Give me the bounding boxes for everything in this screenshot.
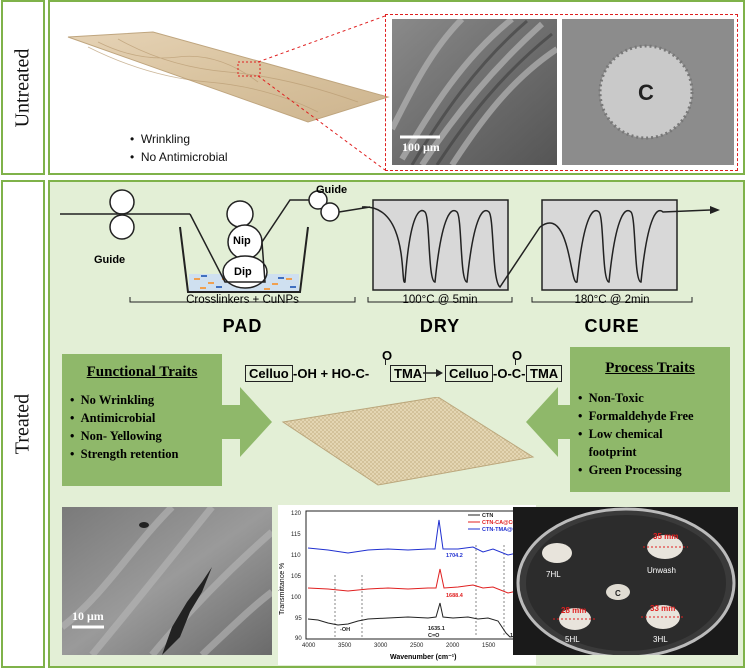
functional-traits-box: Functional Traits • No Wrinkling • Antim…: [62, 354, 222, 486]
reaction-ester: -O-C-: [493, 366, 526, 381]
guide-left-label: Guide: [94, 254, 126, 266]
process-trait-item: • Low chemical footprint: [578, 427, 663, 459]
xtick-label: 2000: [446, 643, 460, 649]
tma-box-1: TMA: [390, 365, 427, 382]
cellulose-box-2: Celluo: [445, 365, 493, 382]
bullet-item: • No Antimicrobial: [130, 150, 228, 164]
functional-traits-title: Functional Traits: [86, 364, 198, 380]
zone-label: C: [615, 589, 621, 598]
process-diagram: [60, 189, 720, 303]
legend-item: CTN-TMA@Cu: [482, 527, 520, 533]
ftir-plot: 120 115 110 105 100 95 90 4000 3500 3000…: [279, 510, 529, 661]
dip-label: Dip: [234, 266, 252, 278]
guide-top-label: Guide: [316, 184, 348, 196]
zoom-lines: [257, 15, 386, 171]
reaction-arrow: [423, 369, 443, 377]
ftir-annotation: C=O: [428, 633, 440, 639]
zone-label: 5HL: [565, 635, 580, 644]
process-traits-box: Process Traits • Non-Toxic • Formaldehyd…: [570, 347, 730, 492]
carbonyl-o-2: O: [512, 348, 523, 363]
functional-trait-item: • Non- Yellowing: [70, 429, 162, 443]
reaction-hydroxyl: -OH + HO-C-: [293, 366, 370, 381]
untreated-scale-label: 100 μm: [402, 140, 440, 154]
ytick-label: 115: [291, 532, 301, 538]
treated-scale-label: 10 μm: [72, 609, 104, 623]
functional-trait-item: • Antimicrobial: [70, 411, 156, 425]
ytick-label: 95: [295, 616, 302, 622]
bullet-item: • Wrinkling: [130, 132, 190, 146]
ftir-annotation: 1704.2: [446, 553, 463, 559]
untreated-bullets: • Wrinkling • No Antimicrobial: [130, 130, 228, 166]
process-arrow: [526, 387, 576, 457]
ftir-xlabel: Wavenumber (cm⁻¹): [390, 654, 456, 661]
control-c-mark: C: [638, 80, 654, 105]
nip-label: Nip: [233, 235, 251, 247]
double-bond-2: [515, 359, 517, 365]
untreated-label-box: Untreated: [1, 0, 45, 175]
process-trait-item: • Green Processing: [578, 463, 682, 477]
xtick-label: 3000: [374, 643, 388, 649]
ftir-annotation: -OH: [340, 627, 350, 633]
pad-condition: Crosslinkers + CuNPs: [186, 294, 299, 306]
reaction-equation: Celluo -OH + HO-C- O TMA Celluo -O-C- O …: [245, 343, 565, 393]
treated-label: Treated: [11, 393, 34, 455]
treated-fabric: [281, 397, 535, 486]
ytick-label: 105: [291, 574, 302, 580]
untreated-fabric: [67, 31, 390, 123]
ytick-label: 120: [291, 511, 302, 517]
ftir-ylabel: Transmittance %: [279, 563, 286, 615]
ftir-chart: 120 115 110 105 100 95 90 4000 3500 3000…: [278, 505, 536, 665]
zone-label: 7HL: [546, 570, 561, 579]
untreated-panel: • Wrinkling • No Antimicrobial 100 μm C: [48, 0, 745, 175]
functional-arrow: [222, 387, 272, 457]
treated-panel: Guide Guide Nip Dip Crosslinkers + CuNPs…: [48, 180, 745, 668]
ftir-annotation: 1688.4: [446, 593, 464, 599]
zone-label: 3HL: [653, 635, 668, 644]
cure-stage-label: CURE: [584, 316, 640, 336]
xtick-label: 3500: [338, 643, 352, 649]
untreated-label: Untreated: [11, 48, 34, 127]
functional-trait-item: • Strength retention: [70, 447, 179, 461]
xtick-label: 2500: [410, 643, 424, 649]
zone-measurement: 35 mm: [653, 532, 678, 541]
petri-dish-image: 7HL Unwash C 5HL 3HL 35 mm 28 mm 33 mm: [513, 507, 738, 655]
double-bond-1: [385, 359, 387, 365]
cure-condition: 180°C @ 2min: [574, 294, 650, 306]
xtick-label: 1500: [482, 643, 496, 649]
legend-item: CTN: [482, 513, 493, 519]
ytick-label: 100: [291, 595, 302, 601]
carbonyl-o-1: O: [382, 348, 393, 363]
zone-measurement: 28 mm: [561, 606, 586, 615]
tma-box-2: TMA: [526, 365, 563, 382]
process-traits-title: Process Traits: [605, 360, 695, 376]
cellulose-box-1: Celluo: [245, 365, 293, 382]
process-trait-item: • Formaldehyde Free: [578, 409, 694, 423]
dry-condition: 100°C @ 5min: [402, 294, 478, 306]
process-trait-item: • Non-Toxic: [578, 391, 644, 405]
zone-label: Unwash: [647, 566, 676, 575]
untreated-sem-image: [392, 19, 557, 165]
pad-stage-label: PAD: [222, 316, 263, 336]
ftir-annotation: 1635.1: [428, 626, 445, 632]
legend-item: CTN-CA@Cu: [482, 520, 516, 526]
treated-sem-image: [62, 507, 272, 655]
zoom-box: [385, 14, 738, 171]
treated-label-box: Treated: [1, 180, 45, 668]
dry-stage-label: DRY: [419, 316, 461, 336]
xtick-label: 4000: [302, 643, 316, 649]
untreated-zone-image: C: [562, 19, 734, 165]
ytick-label: 110: [291, 553, 301, 559]
ytick-label: 90: [295, 636, 302, 642]
functional-trait-item: • No Wrinkling: [70, 393, 155, 407]
zone-measurement: 33 mm: [650, 604, 675, 613]
